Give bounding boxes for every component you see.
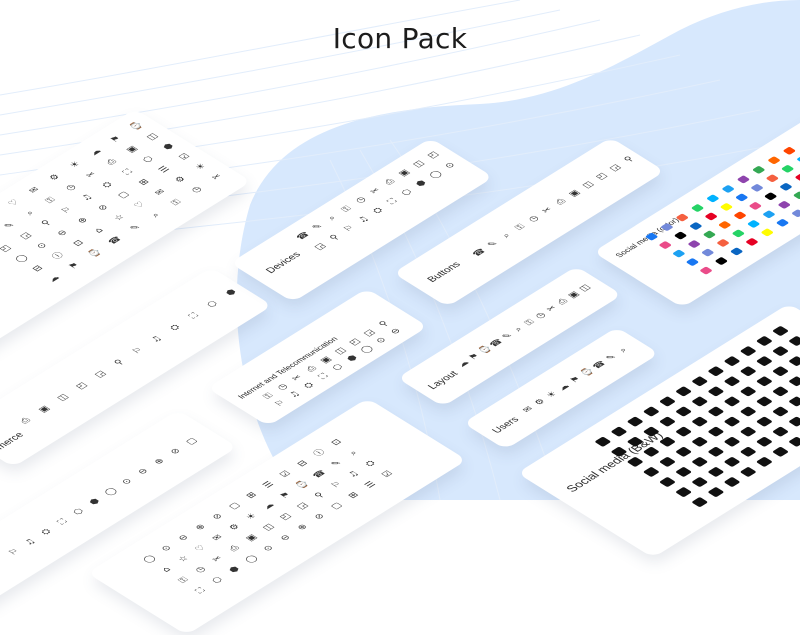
social-logo-swatch [706,194,720,202]
social-logo-swatch [721,185,735,193]
card-label: Users [490,416,522,436]
social-logo-swatch [594,437,611,448]
social-logo-swatch [642,406,659,417]
social-logo-swatch [755,336,772,347]
social-logo-swatch [675,213,689,221]
social-logo-swatch [691,376,708,387]
social-logo-swatch [626,417,643,428]
social-logo-swatch [739,346,756,357]
card-label: Devices [264,251,304,276]
social-logo-swatch [675,386,692,397]
social-logo-swatch [767,156,781,164]
social-logo-swatch [737,175,751,183]
social-logo-swatch [772,326,789,337]
card-label: Layout [426,370,461,392]
social-logo-swatch [691,204,705,212]
social-logo-swatch [659,396,676,407]
page-title: Icon Pack [0,22,800,55]
card-label: Buttons [425,260,463,284]
social-logo-swatch [752,166,766,174]
social-logo-swatch [723,356,740,367]
social-logo-swatch [707,366,724,377]
social-logo-swatch [783,147,797,155]
social-logo-swatch [610,427,627,438]
card-label: E-commerce [0,431,27,467]
